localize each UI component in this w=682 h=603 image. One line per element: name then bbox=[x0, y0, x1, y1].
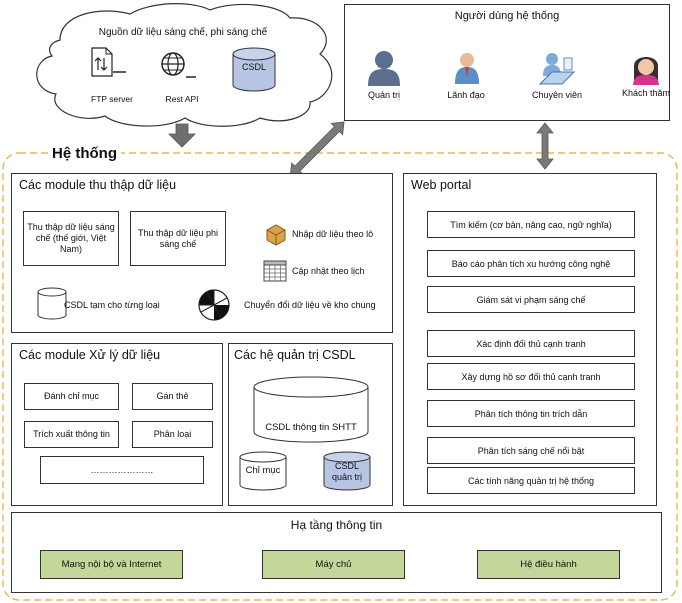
portal-competitor-identify: Xác định đối thủ cạnh tranh bbox=[427, 330, 635, 357]
globe-icon bbox=[161, 52, 196, 78]
admin-database-label: CSDL quản trị bbox=[331, 461, 363, 482]
users-panel bbox=[344, 4, 670, 121]
users-collect-arrow bbox=[289, 121, 345, 177]
users-portal-arrow bbox=[536, 122, 554, 170]
leader-user-icon bbox=[455, 53, 479, 84]
ftp-server-label: FTP server bbox=[91, 94, 133, 104]
process-title: Các module Xử lý dữ liệu bbox=[19, 348, 161, 362]
more-modules-box: ………………… bbox=[40, 456, 204, 484]
temp-database-label: CSDL tạm cho từng loại bbox=[64, 300, 160, 310]
source-database-label: CSDL bbox=[241, 62, 266, 72]
extraction-box: Trích xuất thông tin bbox=[24, 421, 119, 448]
infra-os: Hệ điều hành bbox=[477, 550, 620, 579]
batch-import-label: Nhập dữ liệu theo lô bbox=[292, 229, 374, 239]
source-to-system-arrow bbox=[168, 123, 196, 148]
portal-trend-report: Báo cáo phân tích xu hướng công nghệ bbox=[427, 250, 635, 277]
specialist-user-icon bbox=[538, 53, 576, 85]
dbms-title: Các hệ quản trị CSDL bbox=[234, 348, 356, 362]
portal-infringement-monitor: Giám sát vi phạm sáng chế bbox=[427, 286, 635, 313]
guest-user-icon bbox=[633, 57, 659, 85]
patent-collect-box: Thu thập dữ liệu sáng chế (thế giới, Việ… bbox=[23, 211, 119, 266]
tagging-box: Gán thẻ bbox=[132, 383, 213, 410]
sources-title: Nguồn dữ liệu sáng chế, phi sáng chế bbox=[98, 27, 268, 38]
infra-server: Máy chủ bbox=[262, 550, 405, 579]
index-database-label: Chỉ mục bbox=[245, 465, 281, 476]
source-database-icon bbox=[232, 47, 276, 92]
rest-api-label: Rest API bbox=[165, 94, 199, 104]
portal-search: Tìm kiếm (cơ bản, nâng cao, ngữ nghĩa) bbox=[427, 211, 635, 238]
user-label-specialist: Chuyên viên bbox=[531, 90, 583, 100]
nonpatent-collect-box: Thu thập dữ liệu phi sáng chế bbox=[130, 211, 226, 266]
user-label-admin: Quản trị bbox=[367, 90, 400, 100]
index-database-icon bbox=[239, 451, 287, 491]
infra-network: Mạng nội bộ và Internet bbox=[40, 550, 183, 579]
ftp-server-icon bbox=[91, 47, 126, 77]
classification-box: Phân loại bbox=[132, 421, 213, 448]
portal-citation-analysis: Phân tích thông tin trích dẫn bbox=[427, 400, 635, 427]
system-title: Hệ thống bbox=[48, 145, 121, 162]
user-label-guest: Khách thăm bbox=[621, 88, 671, 98]
user-label-leader: Lãnh đạo bbox=[447, 90, 485, 100]
infra-title: Hạ tầng thông tin bbox=[290, 518, 383, 532]
calendar-icon bbox=[263, 260, 287, 282]
portal-admin-features: Các tính năng quản trị hệ thống bbox=[427, 467, 635, 494]
users-title: Người dùng hệ thống bbox=[454, 10, 560, 22]
portal-key-patent-analysis: Phân tích sáng chế nổi bật bbox=[427, 437, 635, 464]
admin-user-icon bbox=[368, 51, 400, 86]
schedule-update-label: Cập nhật theo lịch bbox=[292, 266, 365, 276]
main-database-icon bbox=[253, 376, 369, 443]
main-database-label: CSDL thông tin SHTT bbox=[265, 422, 357, 433]
data-convert-label: Chuyển đổi dữ liệu về kho chung bbox=[244, 300, 376, 310]
temp-database-icon bbox=[37, 287, 67, 320]
indexing-box: Đánh chỉ mục bbox=[24, 383, 119, 410]
data-convert-icon bbox=[198, 289, 230, 321]
system-boundary bbox=[2, 152, 678, 601]
admin-database-icon bbox=[323, 451, 371, 491]
portal-title: Web portal bbox=[411, 178, 472, 192]
portal-competitor-profile: Xây dựng hồ sơ đối thủ cạnh tranh bbox=[427, 363, 635, 390]
batch-import-icon bbox=[266, 224, 286, 246]
collect-title: Các module thu thập dữ liệu bbox=[19, 178, 177, 192]
